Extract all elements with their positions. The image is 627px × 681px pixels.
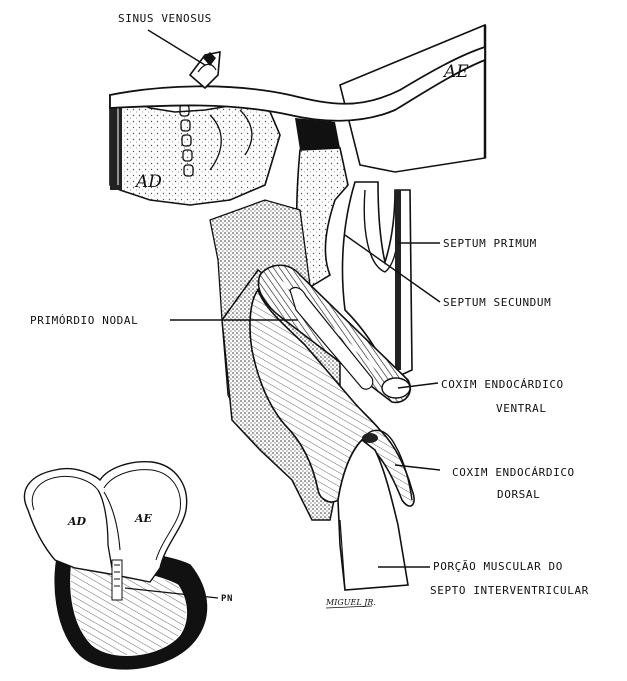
leader-sinus-venosus bbox=[148, 30, 205, 65]
label-coxim-dorsal-1: COXIM ENDOCÁRDICO bbox=[452, 466, 575, 479]
artist-signature: MIGUEL JR. bbox=[325, 598, 376, 607]
inset-heart-diagram: AD AE PN bbox=[24, 462, 233, 669]
label-porcao-2: SEPTO INTERVENTRICULAR bbox=[430, 584, 589, 597]
label-coxim-ventral-1: COXIM ENDOCÁRDICO bbox=[441, 378, 564, 391]
label-primordio-nodal: PRIMÓRDIO NODAL bbox=[30, 314, 138, 327]
inset-label-ad: AD bbox=[67, 515, 87, 528]
label-septum-secundum: SEPTUM SECUNDUM bbox=[443, 296, 551, 309]
label-sinus-venosus: SINUS VENOSUS bbox=[118, 12, 212, 25]
label-coxim-ventral-2: VENTRAL bbox=[496, 402, 547, 415]
sinus-venosus-opening bbox=[190, 52, 220, 88]
label-ae: AE bbox=[442, 62, 469, 82]
label-ad: AD bbox=[134, 172, 162, 192]
label-coxim-dorsal-2: DORSAL bbox=[497, 488, 540, 501]
inset-label-ae: AE bbox=[134, 512, 153, 525]
label-septum-primum: SEPTUM PRIMUM bbox=[443, 237, 537, 250]
inset-label-pn: PN bbox=[221, 594, 233, 604]
septum-junction bbox=[295, 118, 340, 150]
label-porcao-1: PORÇÃO MUSCULAR DO bbox=[433, 560, 563, 573]
